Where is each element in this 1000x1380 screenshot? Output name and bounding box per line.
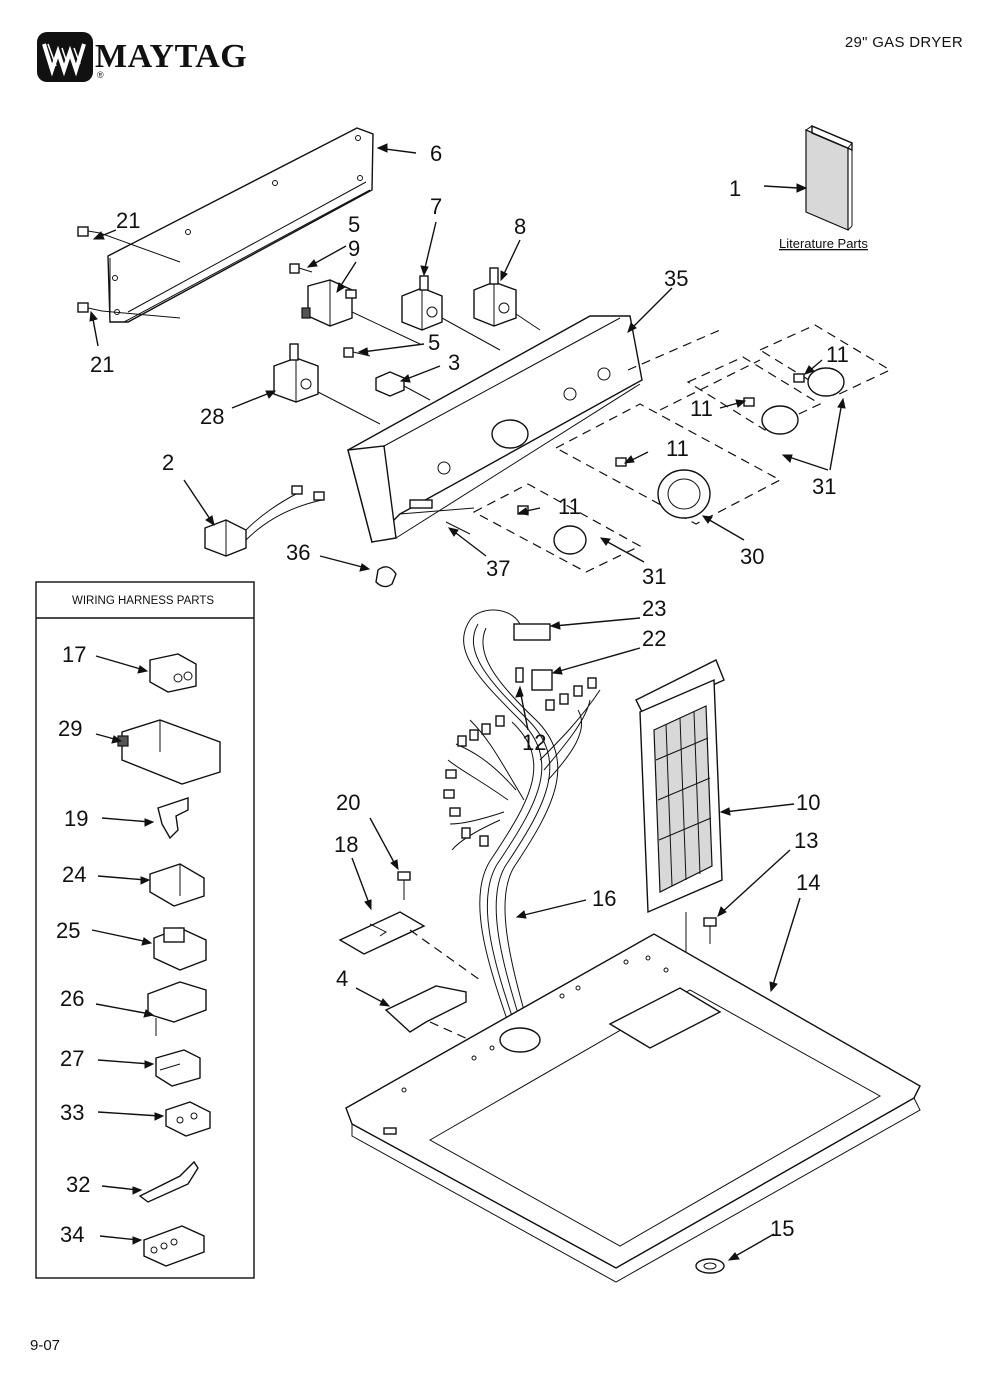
literature-parts-label: Literature Parts: [779, 236, 868, 251]
callout-11-a: 11: [826, 342, 849, 367]
bracket-18: [338, 911, 481, 981]
callout-6: 6: [430, 141, 442, 166]
registered-mark: ®: [97, 70, 104, 80]
harness-part-34: [143, 1225, 205, 1267]
callout-33: 33: [60, 1100, 84, 1125]
callout-36: 36: [286, 540, 310, 565]
callout-14: 14: [796, 870, 820, 895]
page-code: 9-07: [30, 1337, 61, 1354]
callout-5-upper: 5: [348, 212, 360, 237]
callout-8: 8: [514, 214, 526, 239]
callout-19: 19: [64, 806, 88, 831]
callout-13: 13: [794, 828, 818, 853]
callout-31-left: 31: [642, 564, 666, 589]
callout-16: 16: [592, 886, 616, 911]
callout-31-right: 31: [812, 474, 836, 499]
cable-tie-36: [375, 566, 397, 588]
dryer-top-cover: [345, 933, 921, 1283]
knob-assembly-center: [554, 403, 782, 525]
callout-9: 9: [348, 236, 360, 261]
callout-11-b: 11: [690, 396, 713, 421]
clip-3: [375, 371, 431, 401]
screw-21-upper: [77, 226, 181, 263]
callout-21-lower: 21: [90, 352, 114, 377]
bracket-4: [384, 985, 471, 1041]
callout-11-c: 11: [666, 436, 689, 461]
callout-23: 23: [642, 596, 666, 621]
harness-part-24: [149, 863, 205, 907]
callout-17: 17: [62, 642, 86, 667]
harness-part-17: [149, 653, 197, 693]
lint-screen-10: [635, 659, 725, 960]
maytag-m-logo-icon: [37, 32, 93, 82]
callout-11-d: 11: [558, 494, 581, 519]
leader-lines: [89, 143, 846, 1261]
callout-21-upper: 21: [116, 208, 140, 233]
switch-28: [273, 343, 381, 425]
callout-24: 24: [62, 862, 86, 887]
harness-part-25: [153, 927, 207, 971]
wiring-harness-title: WIRING HARNESS PARTS: [72, 595, 214, 607]
page-title: 29" GAS DRYER: [844, 34, 963, 51]
callout-3: 3: [448, 350, 460, 375]
screw-5-upper: [289, 263, 313, 274]
callout-5-lower: 5: [428, 330, 440, 355]
callout-4: 4: [336, 966, 348, 991]
harness-part-27: [155, 1049, 201, 1087]
screw-20: [397, 871, 411, 900]
callout-15: 15: [770, 1216, 794, 1241]
harness-part-32: [138, 1160, 199, 1203]
harness-part-33: [165, 1101, 211, 1137]
screw-5-lower: [343, 347, 371, 358]
switch-8: [473, 267, 541, 331]
callout-29: 29: [58, 716, 82, 741]
callout-20: 20: [336, 790, 360, 815]
callout-1: 1: [729, 176, 741, 201]
callout-22: 22: [642, 626, 666, 651]
connector-2: [204, 485, 325, 557]
callout-32: 32: [66, 1172, 90, 1197]
harness-part-29: [117, 719, 221, 785]
callout-26: 26: [60, 986, 84, 1011]
wiring-harness-box: [35, 581, 255, 1279]
knob-assembly-upper-right: [627, 324, 892, 435]
callout-18: 18: [334, 832, 358, 857]
callout-34: 34: [60, 1222, 84, 1247]
callout-12: 12: [522, 730, 546, 755]
callout-2: 2: [162, 450, 174, 475]
foot-15: [695, 1258, 725, 1274]
literature-booklet: [804, 124, 853, 231]
callout-25: 25: [56, 918, 80, 943]
callout-35: 35: [664, 266, 688, 291]
callout-10: 10: [796, 790, 820, 815]
callout-27: 27: [60, 1046, 84, 1071]
trim-37: [399, 507, 475, 535]
callout-7: 7: [430, 194, 442, 219]
timer-9: [301, 279, 421, 345]
control-console: [347, 315, 643, 544]
callout-28: 28: [200, 404, 224, 429]
callout-30: 30: [740, 544, 764, 569]
harness-part-19: [157, 797, 189, 840]
screw-21-lower: [77, 302, 181, 319]
main-wire-harness: [443, 609, 601, 1041]
harness-part-26: [147, 981, 207, 1036]
switch-7: [401, 275, 501, 351]
callout-37: 37: [486, 556, 510, 581]
brand-wordmark: MAYTAG: [95, 38, 248, 75]
rear-panel: [107, 127, 374, 323]
